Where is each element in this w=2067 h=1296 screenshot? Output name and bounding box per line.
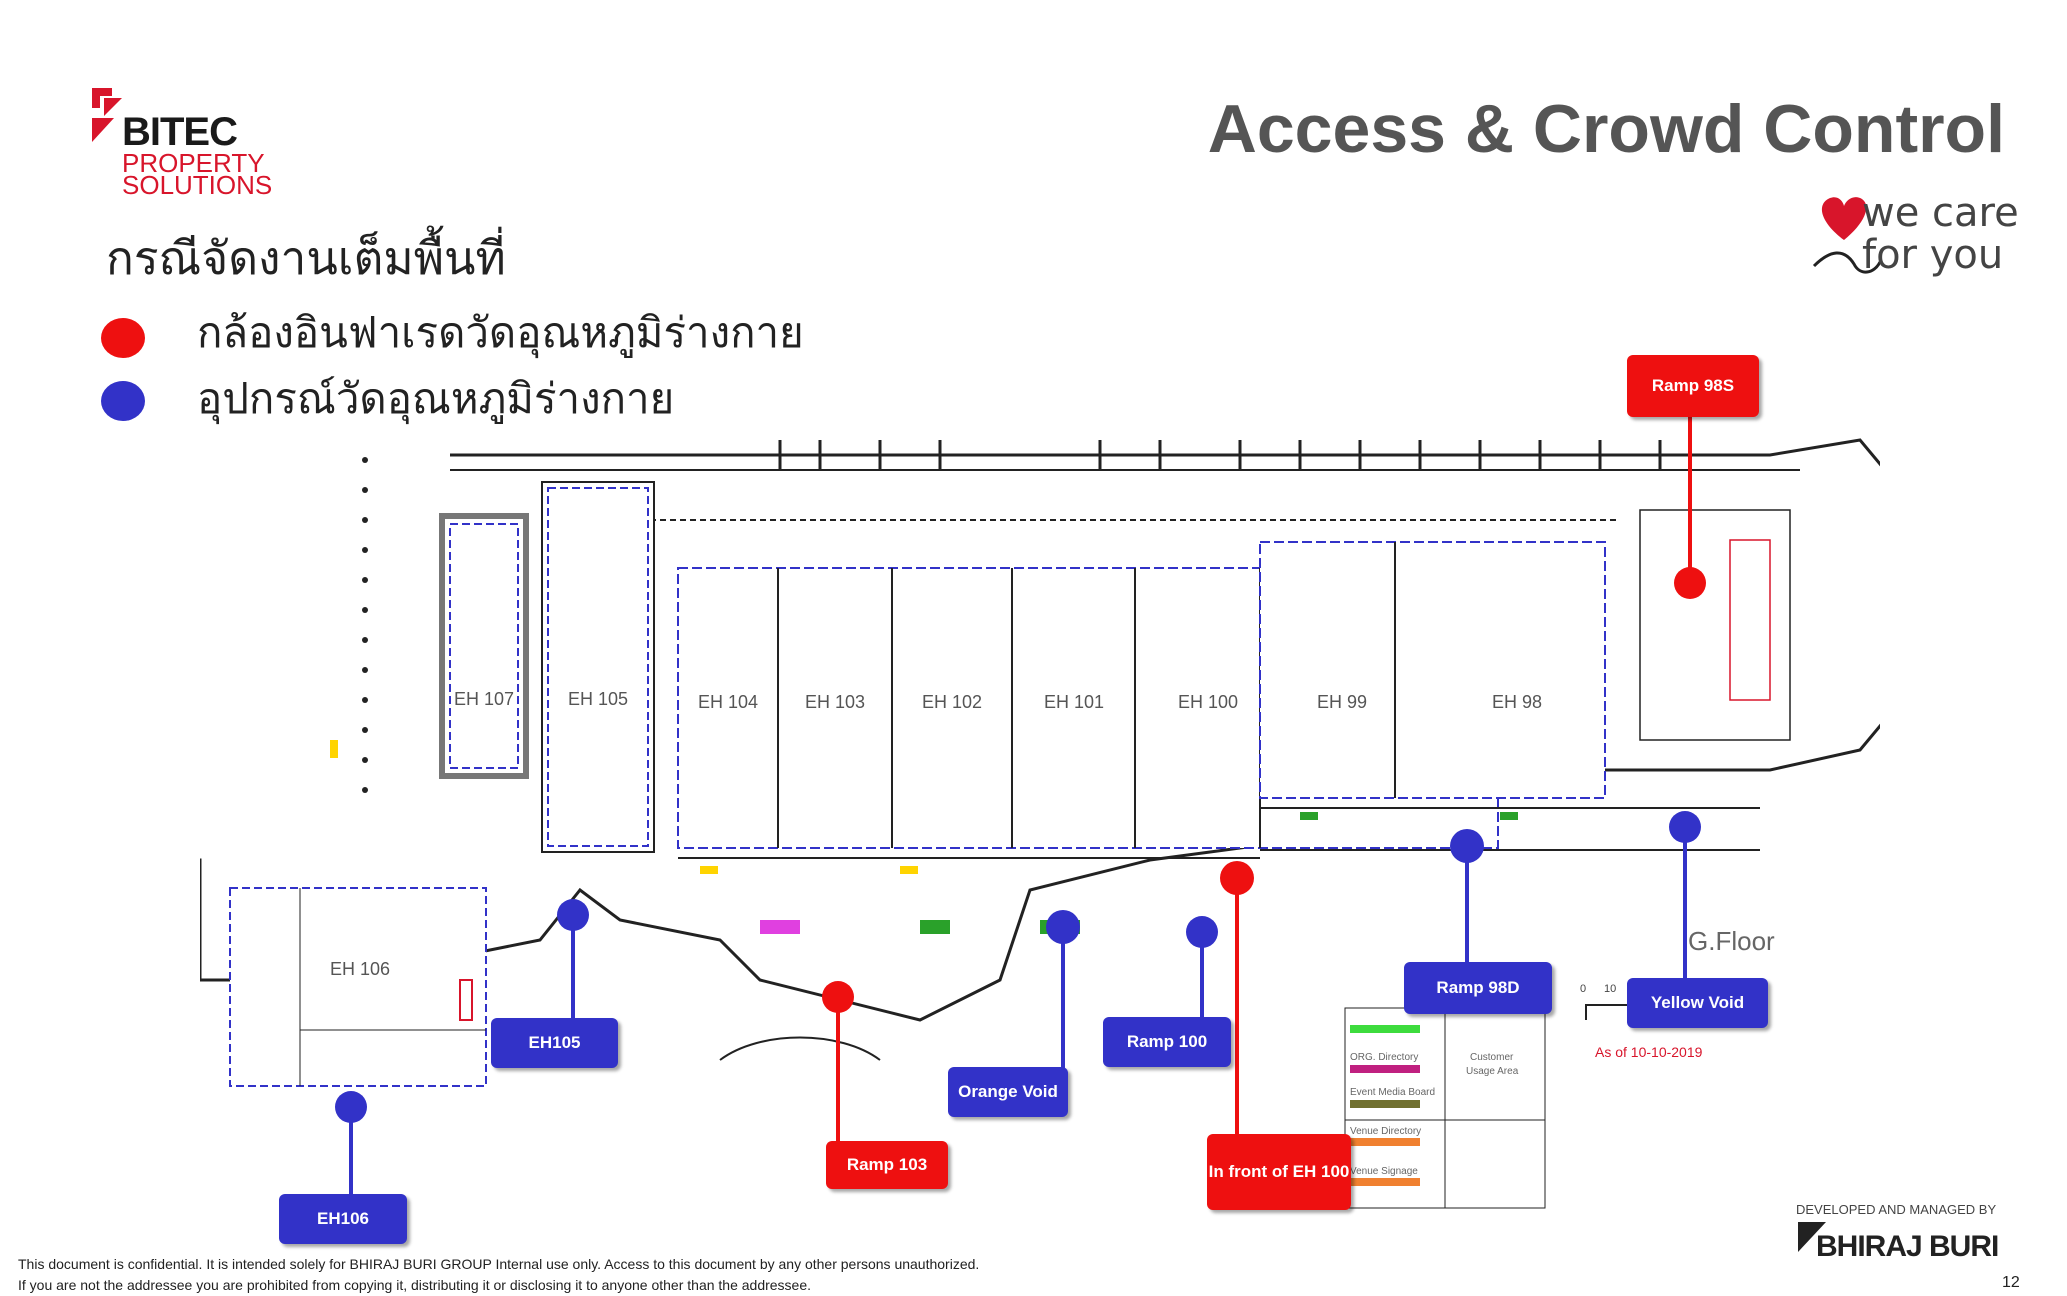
legend-red-dot-icon <box>101 318 145 358</box>
plan-legend-org-directory: ORG. Directory <box>1350 1052 1418 1063</box>
scale-label-0: 0 <box>1580 983 1586 995</box>
thermal-camera-eh100-icon <box>1220 861 1254 895</box>
hall-label-eh107: EH 107 <box>454 689 514 709</box>
callout-in-front-of-eh100: In front of EH 100 <box>1207 1134 1351 1210</box>
bitec-logo-line1: PROPERTY <box>122 148 265 178</box>
callout-eh105: EH105 <box>491 1018 618 1068</box>
scenario-subtitle: กรณีจัดงานเต็มพื้นที่ <box>106 231 506 285</box>
for-you-text: for you <box>1862 232 2004 278</box>
page-number: 12 <box>2002 1274 2020 1291</box>
floor-plan: EH 107 EH 105 EH 104 EH 103 EH 102 EH 10… <box>200 438 1880 1209</box>
callout-ramp-98d: Ramp 98D <box>1404 962 1552 1014</box>
callout-orange-void: Orange Void <box>948 1067 1068 1117</box>
hall-label-eh104: EH 104 <box>698 692 758 712</box>
plan-legend-event-media-board: Event Media Board <box>1350 1087 1435 1098</box>
hall-label-eh98: EH 98 <box>1492 692 1542 712</box>
bitec-logo-mark-icon <box>92 88 122 142</box>
developed-by-label: DEVELOPED AND MANAGED BY <box>1796 1202 1997 1217</box>
page-title: Access & Crowd Control <box>1207 91 2005 167</box>
thermometer-eh106-icon <box>335 1091 367 1123</box>
bhiraj-buri-logo-mark-icon <box>1798 1222 1826 1257</box>
hall-label-eh100: EH 100 <box>1178 692 1238 712</box>
hall-label-eh103: EH 103 <box>805 692 865 712</box>
bhiraj-buri-logo: BHIRAJ BURI <box>1816 1230 1999 1263</box>
heart-icon <box>1812 197 1880 274</box>
thermal-camera-ramp103-icon <box>822 981 854 1013</box>
legend-red-label: กล้องอินฟาเรดวัดอุณหภูมิร่างกาย <box>197 308 804 357</box>
scale-bar: 0 10 <box>1580 983 1646 1020</box>
callout-eh106: EH106 <box>279 1194 407 1244</box>
thermometer-eh105-icon <box>557 899 589 931</box>
hall-label-eh101: EH 101 <box>1044 692 1104 712</box>
callout-ramp-98s: Ramp 98S <box>1627 355 1759 417</box>
plan-legend-usage-area: Usage Area <box>1466 1066 1519 1077</box>
scale-label-10: 10 <box>1604 983 1616 995</box>
callout-ramp-103: Ramp 103 <box>826 1141 948 1189</box>
bitec-logo: BITEC PROPERTY SOLUTIONS <box>92 88 322 198</box>
hall-label-eh99: EH 99 <box>1317 692 1367 712</box>
disclaimer-line2: If you are not the addressee you are pro… <box>18 1277 812 1293</box>
floor-label: G.Floor <box>1688 926 1775 956</box>
we-care-text: we care <box>1862 190 2019 236</box>
confidentiality-disclaimer: This document is confidential. It is int… <box>18 1254 979 1296</box>
thermometer-orange-void-icon <box>1046 910 1080 944</box>
as-of-date: As of 10-10-2019 <box>1595 1044 1703 1060</box>
bitec-logo-line2: SOLUTIONS <box>122 170 273 200</box>
plan-legend: ORG. Directory Event Media Board Venue D… <box>1344 1007 1546 1209</box>
hall-label-eh105: EH 105 <box>568 689 628 709</box>
callout-ramp-100: Ramp 100 <box>1103 1017 1231 1067</box>
thermal-camera-ramp98s-icon <box>1674 567 1706 599</box>
thermometer-yellow-void-icon <box>1669 811 1701 843</box>
thermometer-ramp100-icon <box>1186 916 1218 948</box>
bitec-logo-name: BITEC <box>122 110 238 154</box>
disclaimer-line1: This document is confidential. It is int… <box>18 1256 980 1272</box>
plan-legend-venue-directory: Venue Directory <box>1350 1126 1421 1137</box>
plan-legend-customer: Customer <box>1470 1052 1514 1063</box>
callout-yellow-void: Yellow Void <box>1627 978 1768 1028</box>
we-care-logo: we care for you <box>1810 190 2020 280</box>
thermometer-ramp98d-icon <box>1450 829 1484 863</box>
plan-legend-venue-signage: Venue Signage <box>1350 1166 1418 1177</box>
hall-label-eh102: EH 102 <box>922 692 982 712</box>
hall-label-eh106: EH 106 <box>330 959 390 979</box>
legend-blue-dot-icon <box>101 381 145 421</box>
legend-blue-label: อุปกรณ์วัดอุณหภูมิร่างกาย <box>197 374 675 423</box>
